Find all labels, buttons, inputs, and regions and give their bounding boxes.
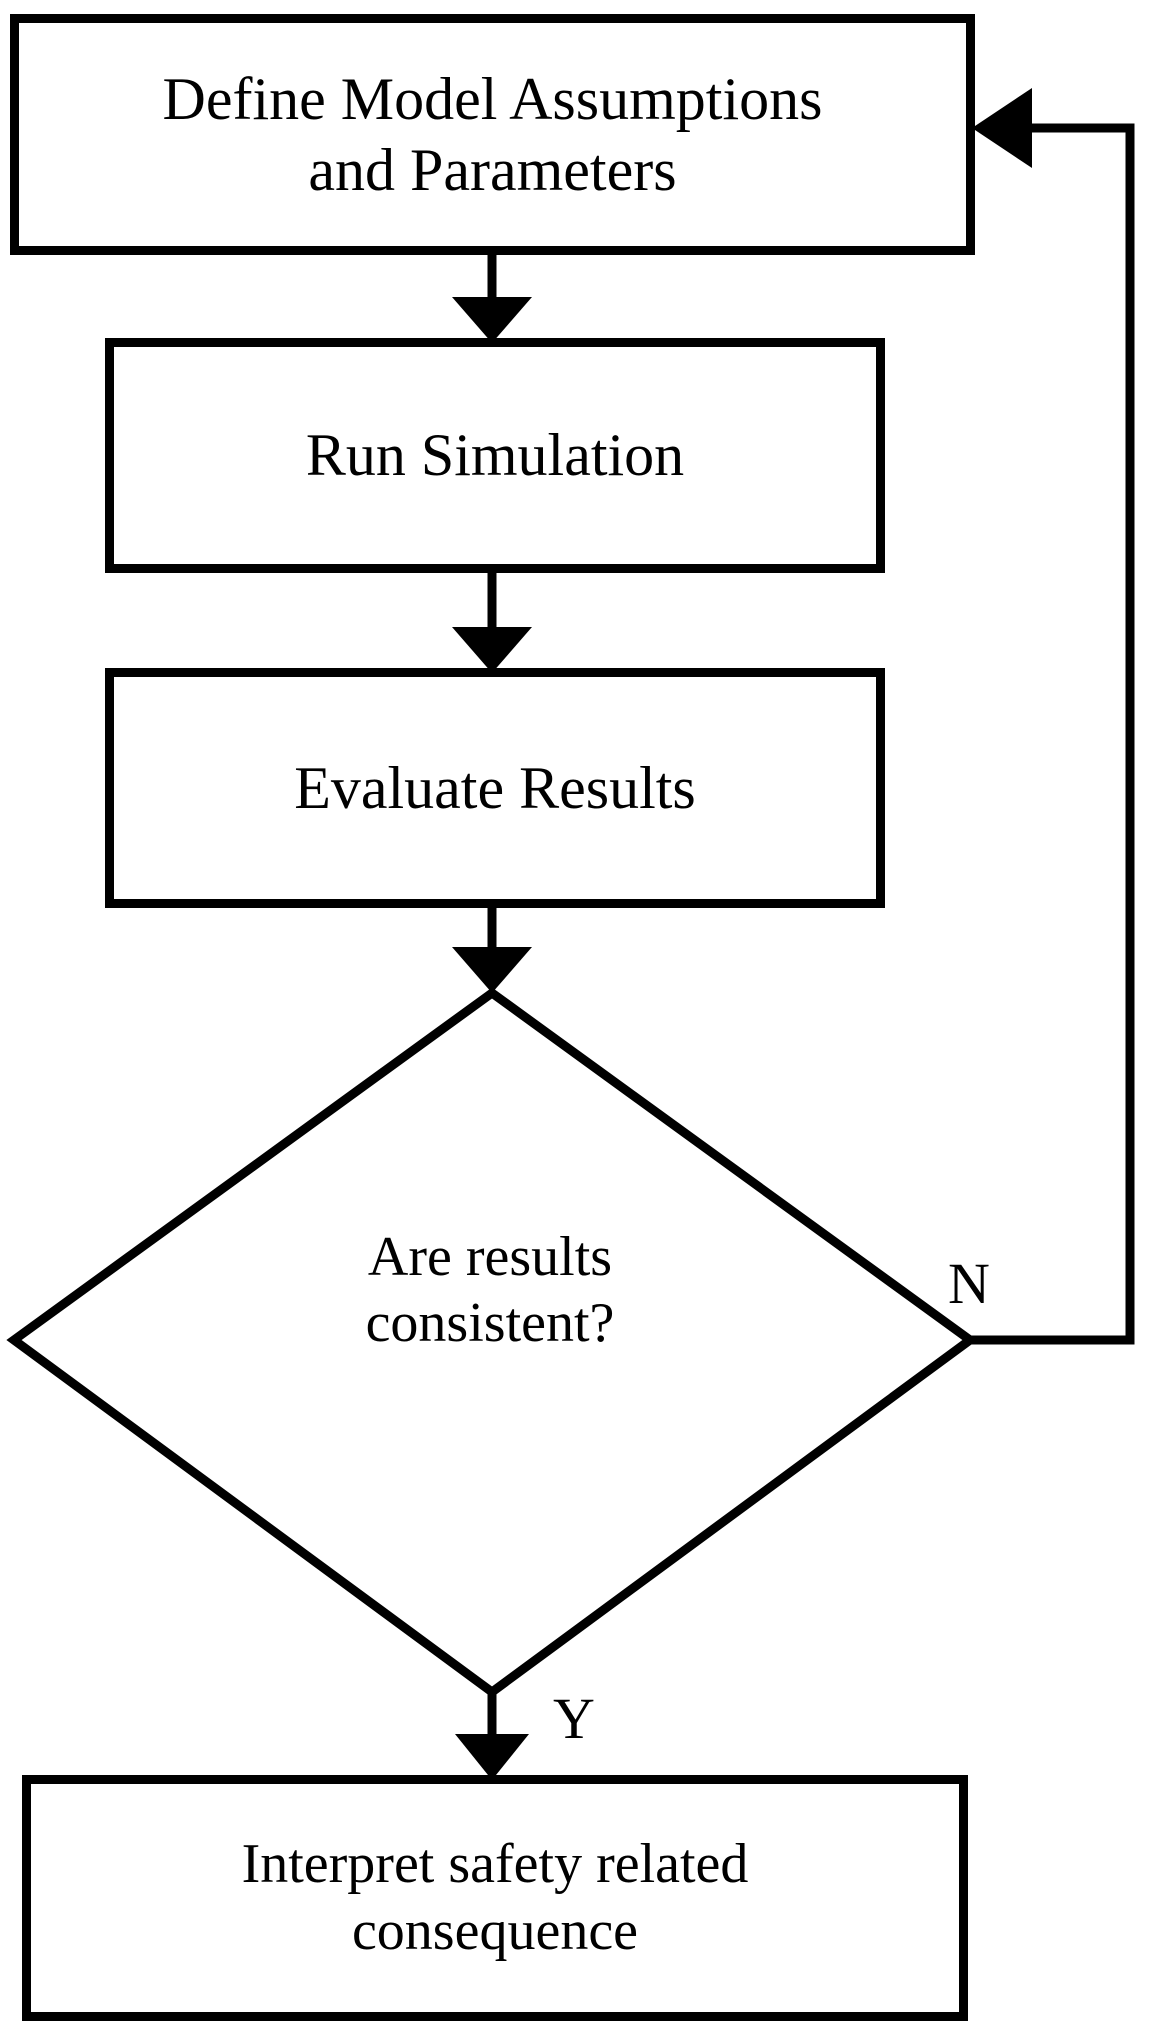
- edge-label-no: N: [948, 1251, 990, 1316]
- edge-run-to-evaluate-arrowhead: [452, 627, 532, 673]
- node-run-simulation-label: Run Simulation: [305, 422, 685, 489]
- node-interpret-safety-consequence[interactable]: [22, 1775, 968, 2021]
- node-decision-label: Are results consistent?: [365, 1225, 615, 1354]
- edge-label-yes: Y: [553, 1686, 595, 1751]
- node-interpret-safety-consequence-label: Interpret safety related consequence: [241, 1833, 749, 1962]
- node-run-simulation[interactable]: [105, 338, 885, 573]
- node-define-model-assumptions-label: Define Model Assumptions and Parameters: [162, 65, 823, 203]
- edge-decision-no-feedback-path: [970, 123, 1135, 1345]
- edge-decision-no-feedback-arrowhead: [972, 88, 1032, 168]
- node-evaluate-results-label: Evaluate Results: [294, 754, 696, 821]
- node-define-model-assumptions[interactable]: [10, 14, 975, 255]
- edge-decision-yes-to-interpret-arrowhead: [455, 1734, 529, 1780]
- edge-define-to-run-arrowhead: [452, 297, 532, 343]
- edge-evaluate-to-decision-arrowhead: [452, 947, 532, 993]
